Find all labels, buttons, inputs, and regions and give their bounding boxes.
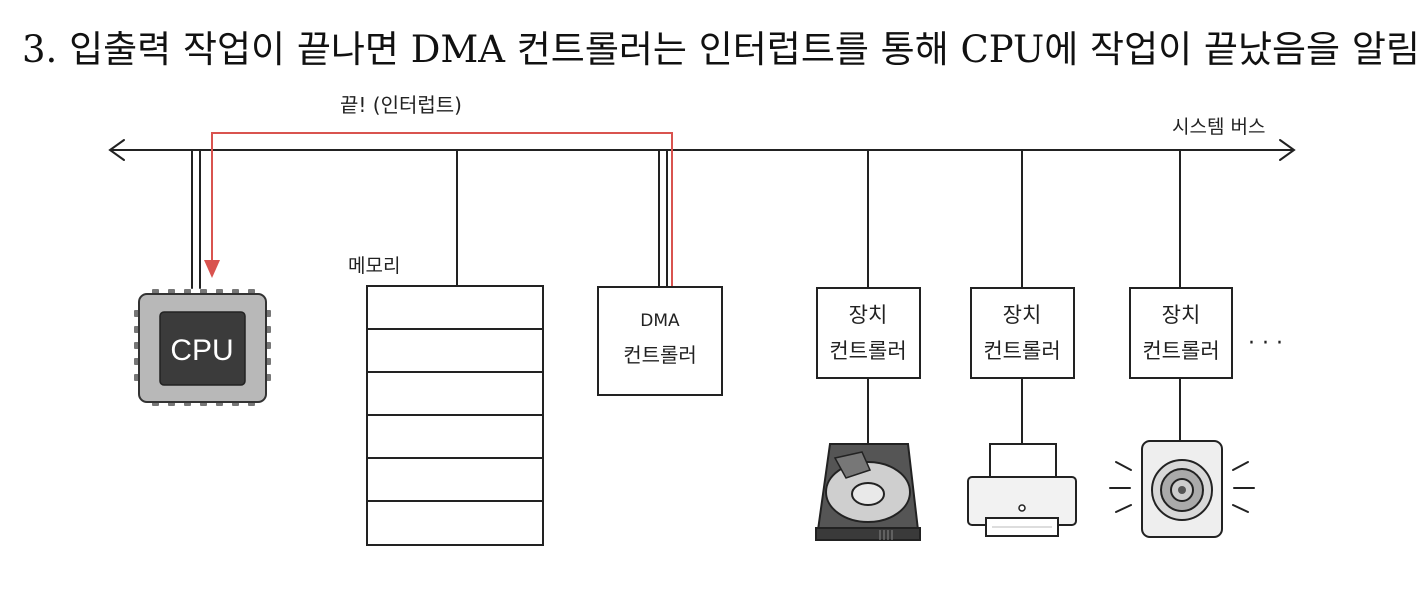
system-bus xyxy=(108,139,1296,161)
system-bus-label: 시스템 버스 xyxy=(1172,116,1265,138)
more-devices-ellipsis: · · · xyxy=(1248,331,1283,356)
device-2-label-line1: 장치 xyxy=(1003,303,1042,327)
memory-label: 메모리 xyxy=(348,255,400,277)
device-1-label-line2: 컨트롤러 xyxy=(829,339,906,363)
cpu-chip: CPU xyxy=(134,289,271,406)
device-3-label-line2: 컨트롤러 xyxy=(1142,339,1219,363)
cpu-label: CPU xyxy=(170,334,233,367)
device-controller-3: 장치 컨트롤러 xyxy=(1129,287,1233,379)
dma-bus-connector xyxy=(658,149,668,288)
speaker-icon xyxy=(1109,440,1255,538)
dma-controller-box: DMA 컨트롤러 xyxy=(597,286,723,396)
hard-disk-icon xyxy=(815,443,921,541)
device-1-label-line1: 장치 xyxy=(849,303,888,327)
memory-block xyxy=(366,285,544,546)
dma-label-line1: DMA xyxy=(640,311,680,331)
interrupt-arrow xyxy=(204,132,673,287)
device-controller-1: 장치 컨트롤러 xyxy=(816,287,921,379)
device-controller-2: 장치 컨트롤러 xyxy=(970,287,1075,379)
device-3-label-line1: 장치 xyxy=(1162,303,1201,327)
cpu-die xyxy=(159,311,246,386)
device-2-label-line2: 컨트롤러 xyxy=(983,339,1060,363)
dma-label-line2: 컨트롤러 xyxy=(623,343,697,367)
page-title: 3. 입출력 작업이 끝나면 DMA 컨트롤러는 인터럽트를 통해 CPU에 작… xyxy=(22,28,1419,71)
cpu-bus-connector xyxy=(191,149,201,289)
printer-icon xyxy=(967,443,1077,537)
interrupt-label: 끝! (인터럽트) xyxy=(340,93,462,117)
